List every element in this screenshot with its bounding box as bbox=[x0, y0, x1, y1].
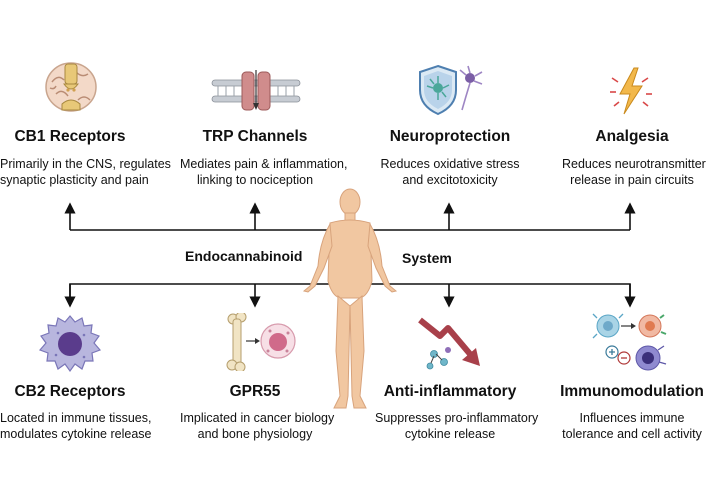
anti-inflammatory-desc-line1: Suppresses pro-inflammatory bbox=[375, 411, 539, 425]
immunomodulation-title: Immunomodulation bbox=[560, 383, 704, 400]
neuroprotection-desc-line1: Reduces oxidative stress bbox=[380, 157, 520, 171]
analgesia-desc-line2: release in pain circuits bbox=[570, 173, 694, 187]
anti-inflammatory-title: Anti-inflammatory bbox=[383, 383, 517, 400]
immunomodulation-desc-line2: tolerance and cell activity bbox=[562, 427, 702, 441]
neuroprotection-title: Neuroprotection bbox=[389, 128, 511, 145]
immune-cells-interaction-icon bbox=[592, 313, 667, 371]
gpr55-desc-line2: and bone physiology bbox=[197, 427, 313, 441]
cb2-receptors-desc-line1: Located in immune tissues, bbox=[0, 411, 152, 425]
human-figure-icon bbox=[302, 188, 398, 409]
downtrend-arrow-icon bbox=[418, 317, 480, 370]
bone-cell-icon bbox=[226, 313, 296, 371]
analgesia-title: Analgesia bbox=[595, 128, 669, 145]
cb2-receptors-title: CB2 Receptors bbox=[14, 383, 126, 400]
cb1-receptors-title: CB1 Receptors bbox=[14, 128, 126, 145]
brain-synapse-icon bbox=[45, 62, 97, 112]
membrane-channel-icon bbox=[211, 70, 301, 111]
immune-cell-icon bbox=[38, 315, 102, 373]
analgesia-desc-line1: Reduces neurotransmitter bbox=[562, 157, 706, 171]
gpr55-desc-line1: Implicated in cancer biology bbox=[180, 411, 335, 425]
center-left-label: Endocannabinoid bbox=[185, 248, 303, 264]
cb1-receptors-desc-line1: Primarily in the CNS, regulates bbox=[0, 157, 171, 171]
shield-neuron-icon bbox=[419, 64, 483, 116]
cb2-receptors-desc-line2: modulates cytokine release bbox=[0, 427, 152, 441]
center-right-label: System bbox=[402, 250, 452, 266]
neuroprotection-desc-line2: and excitotoxicity bbox=[402, 173, 498, 187]
trp-channels-desc-line1: Mediates pain & inflammation, bbox=[180, 157, 348, 171]
cb1-receptors-desc-line2: synaptic plasticity and pain bbox=[0, 173, 149, 187]
lightning-bolt-icon bbox=[610, 67, 652, 115]
trp-channels-desc-line2: linking to nociception bbox=[196, 173, 314, 187]
anti-inflammatory-desc-line2: cytokine release bbox=[404, 427, 496, 441]
trp-channels-title: TRP Channels bbox=[202, 128, 308, 145]
gpr55-title: GPR55 bbox=[229, 383, 281, 400]
immunomodulation-desc-line1: Influences immune bbox=[579, 411, 685, 425]
